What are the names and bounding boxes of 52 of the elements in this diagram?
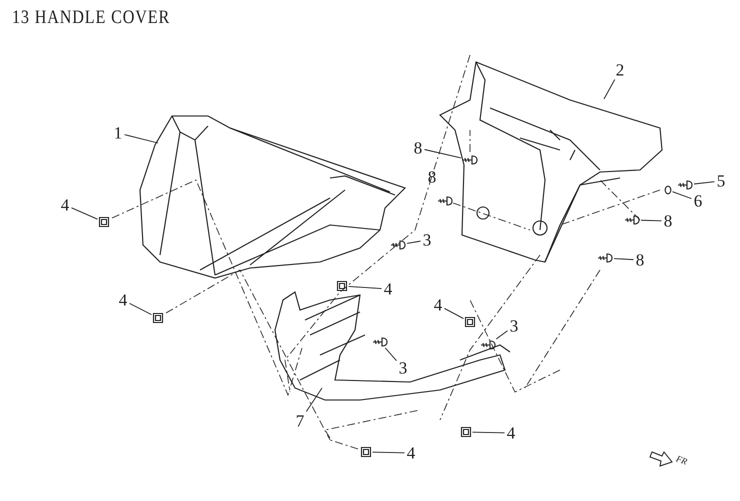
- leader-line: [496, 330, 508, 340]
- callout-number: 7: [294, 412, 306, 430]
- screw: [462, 155, 478, 165]
- callout-number: 8: [634, 252, 646, 268]
- screw: [677, 180, 693, 190]
- leader-line: [384, 348, 397, 362]
- leader-line: [614, 258, 634, 260]
- callout-number: 4: [60, 196, 70, 214]
- leader-line: [129, 302, 152, 316]
- screw: [480, 340, 496, 350]
- callout-number: 4: [406, 444, 416, 462]
- callout-number: 6: [692, 192, 704, 210]
- leader-line: [306, 388, 322, 412]
- leader-line: [424, 149, 462, 158]
- screw: [390, 240, 406, 250]
- callout-number: 4: [382, 280, 394, 298]
- leader-line: [604, 79, 616, 100]
- callout-number: 4: [432, 296, 444, 314]
- screw: [372, 337, 388, 347]
- callout-number: 4: [506, 424, 516, 442]
- leader-line: [124, 134, 158, 144]
- callout-number: 2: [614, 62, 626, 78]
- screw: [597, 253, 613, 263]
- screw: [624, 215, 640, 225]
- callout-number: 3: [398, 360, 408, 376]
- screw: [437, 196, 453, 206]
- clip-nut: [360, 446, 372, 458]
- callout-number: 1: [112, 124, 124, 142]
- callout-number: 3: [508, 318, 520, 334]
- leader-line: [640, 220, 662, 222]
- leader-line: [372, 452, 405, 454]
- callout-number: 8: [412, 140, 424, 156]
- diagram-title: 13 HANDLE COVER: [12, 8, 170, 27]
- direction-label: FR: [674, 454, 688, 467]
- leader-line: [71, 207, 98, 220]
- clip-nut: [460, 426, 472, 438]
- leader-line: [406, 240, 421, 244]
- leader-line: [694, 181, 715, 184]
- leader-line: [672, 191, 692, 200]
- callout-number: 5: [716, 172, 726, 190]
- clip-nut: [464, 316, 476, 328]
- clip-nut: [98, 216, 110, 228]
- leader-line: [444, 308, 464, 319]
- leader-line: [472, 432, 505, 434]
- clip-nut: [336, 280, 348, 292]
- callout-number: 4: [118, 292, 128, 308]
- callout-number: 3: [422, 232, 432, 248]
- callout-number: 8: [662, 212, 674, 230]
- washer: [664, 186, 672, 194]
- clip-nut: [152, 312, 164, 324]
- callout-number: 8: [426, 168, 438, 186]
- leader-line: [348, 286, 382, 290]
